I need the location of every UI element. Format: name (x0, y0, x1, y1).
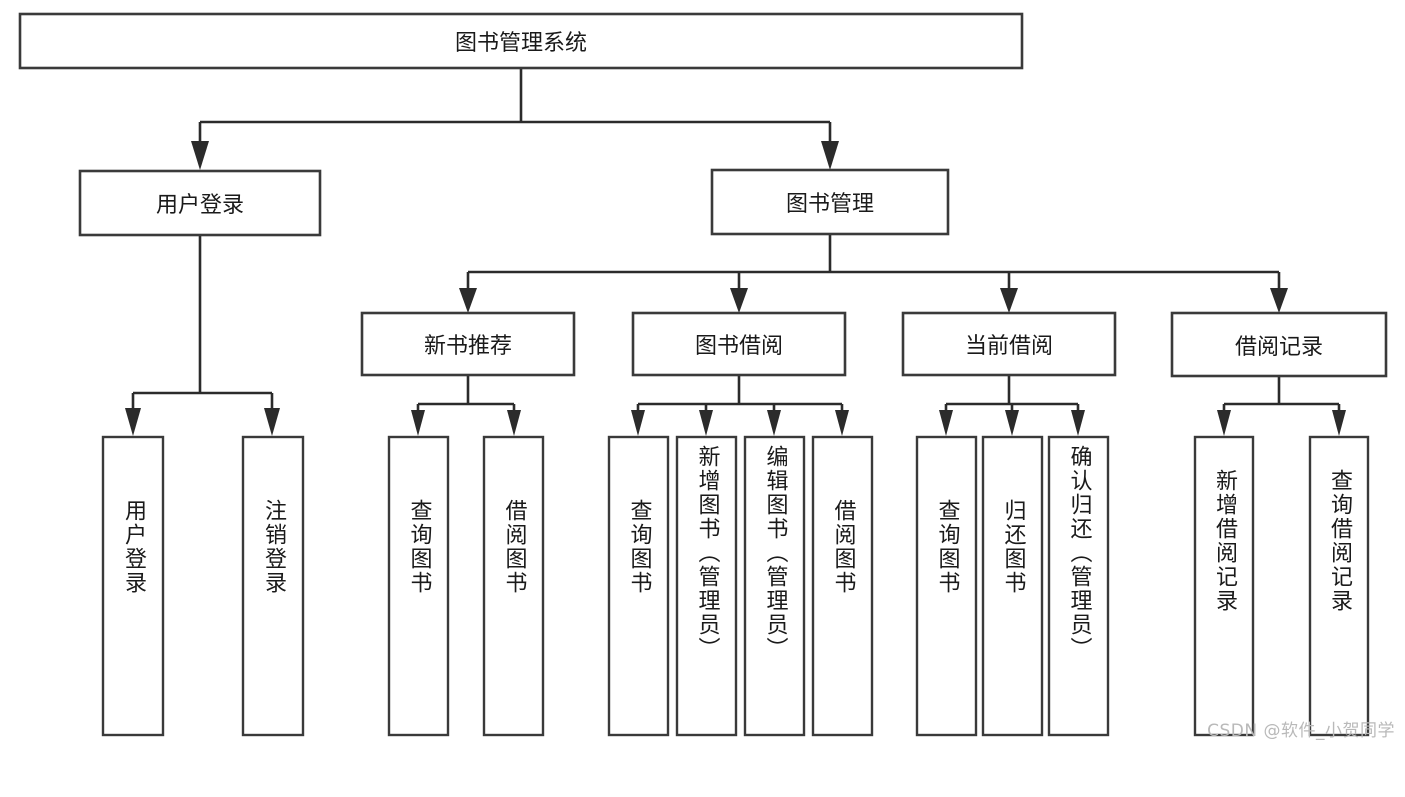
arrow-head-leaf-borrow-book-1 (507, 410, 521, 436)
node-box-leaf-confirm-return[interactable] (1047, 435, 1110, 737)
arrow-head-book-manage (821, 141, 839, 170)
node-box-leaf-add-book[interactable] (675, 435, 738, 737)
arrow-head-current-borrow (1000, 288, 1018, 313)
node-box-leaf-edit-book[interactable] (743, 435, 806, 737)
node-box-leaf-query-book-2[interactable] (607, 435, 670, 737)
arrow-head-leaf-add-record (1217, 410, 1231, 436)
node-box-root[interactable] (18, 12, 1024, 70)
arrow-head-leaf-query-book-3 (939, 410, 953, 436)
node-box-current-borrow[interactable] (901, 311, 1117, 377)
node-box-new-book-recommend[interactable] (360, 311, 576, 377)
node-box-book-borrow[interactable] (631, 311, 847, 377)
node-box-leaf-borrow-book-1[interactable] (482, 435, 545, 737)
hierarchy-diagram-svg (18, 12, 1388, 737)
arrow-head-book-borrow (730, 288, 748, 313)
node-box-leaf-return-book[interactable] (981, 435, 1044, 737)
node-box-leaf-query-book-3[interactable] (915, 435, 978, 737)
csdn-watermark: CSDN @软件_小贺同学 (1207, 721, 1395, 741)
arrow-head-leaf-borrow-book-2 (835, 410, 849, 436)
arrow-head-user-login (191, 141, 209, 170)
arrow-head-leaf-query-record (1332, 410, 1346, 436)
node-box-leaf-query-book-1[interactable] (387, 435, 450, 737)
arrow-head-leaf-add-book (699, 410, 713, 436)
node-box-borrow-record[interactable] (1170, 311, 1388, 378)
arrow-head-leaf-query-book-2 (631, 410, 645, 436)
arrow-head-leaf-user-login (125, 408, 141, 436)
node-box-leaf-borrow-book-2[interactable] (811, 435, 874, 737)
arrow-head-leaf-user-logout (264, 408, 280, 436)
arrow-head-leaf-edit-book (767, 410, 781, 436)
node-box-layer (18, 12, 1388, 737)
node-box-user-login[interactable] (78, 169, 322, 237)
node-box-leaf-query-record[interactable] (1308, 435, 1370, 737)
arrow-head-leaf-query-book-1 (411, 410, 425, 436)
arrow-head-leaf-return-book (1005, 410, 1019, 436)
arrow-head-leaf-confirm-return (1071, 410, 1085, 436)
arrow-head-borrow-record (1270, 288, 1288, 313)
node-box-leaf-add-record[interactable] (1193, 435, 1255, 737)
node-box-book-manage[interactable] (710, 168, 950, 236)
node-box-leaf-user-login[interactable] (101, 435, 165, 737)
connector-layer (125, 68, 1346, 436)
arrow-head-new-book-recommend (459, 288, 477, 313)
diagram-canvas: 图书管理系统 用户登录 图书管理 新书推荐 图书借阅 当前借阅 借阅记录 用户登… (18, 12, 1395, 741)
node-box-leaf-user-logout[interactable] (241, 435, 305, 737)
